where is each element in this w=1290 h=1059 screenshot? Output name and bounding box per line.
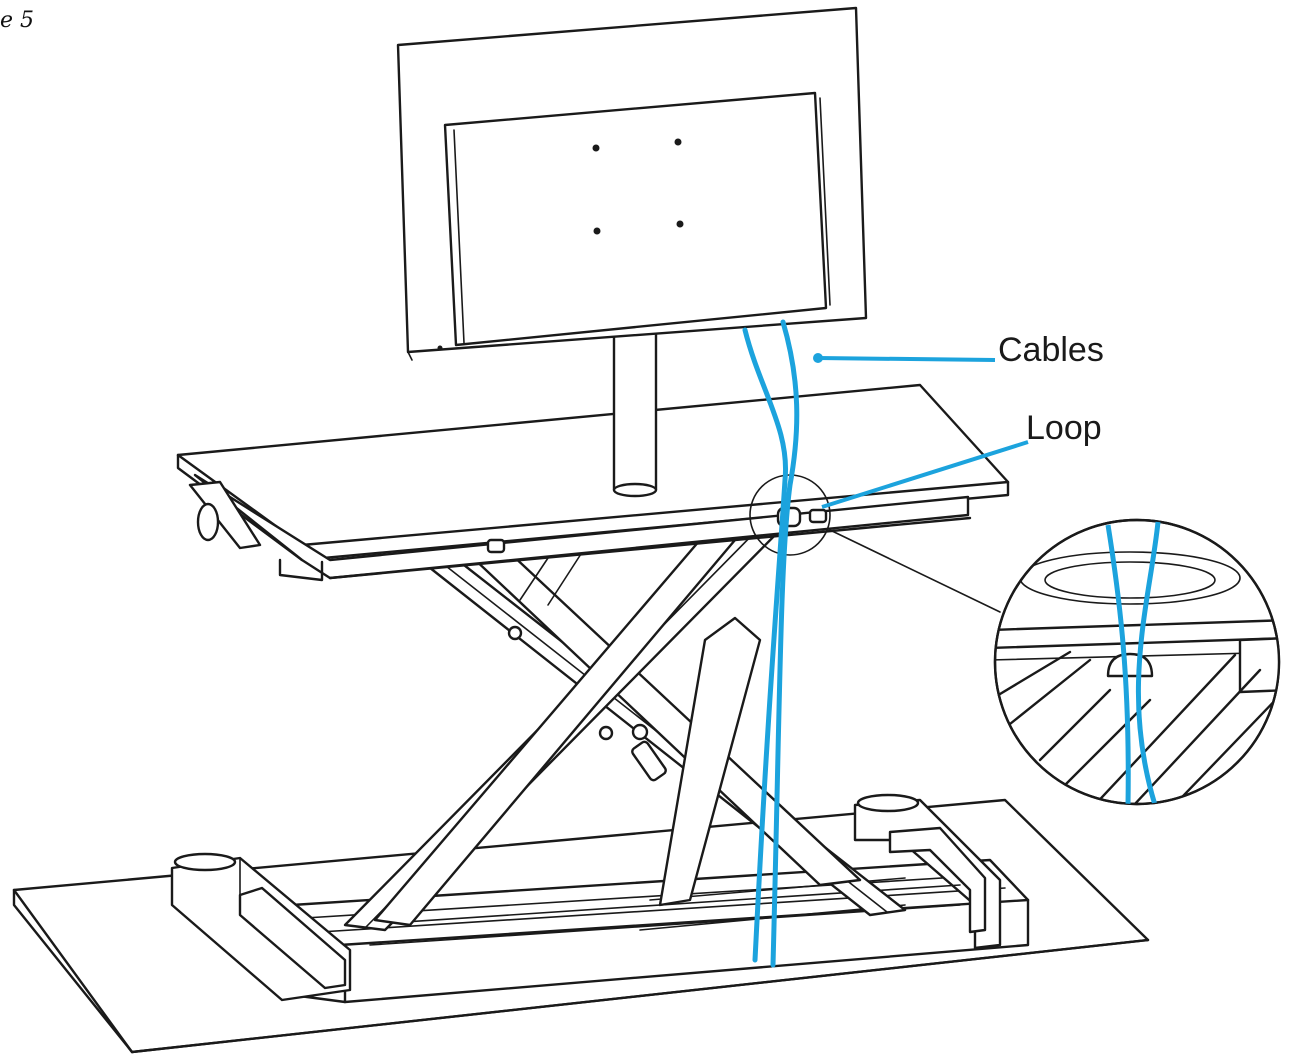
scissor-lift (343, 518, 907, 932)
cables (742, 319, 800, 968)
loop-leader-line (821, 440, 1029, 509)
loop-detail-inset (829, 518, 1281, 806)
loop-callout-label: Loop (1026, 409, 1102, 447)
cables-leader-line (817, 356, 996, 362)
figure-number: e 5 (0, 8, 35, 33)
callout-leaders (813, 353, 1029, 509)
inset-cables (1105, 521, 1161, 804)
monitor-pole (612, 328, 658, 498)
work-surface (176, 383, 1010, 582)
cables-callout-label: Cables (998, 331, 1104, 369)
monitor (396, 6, 868, 361)
